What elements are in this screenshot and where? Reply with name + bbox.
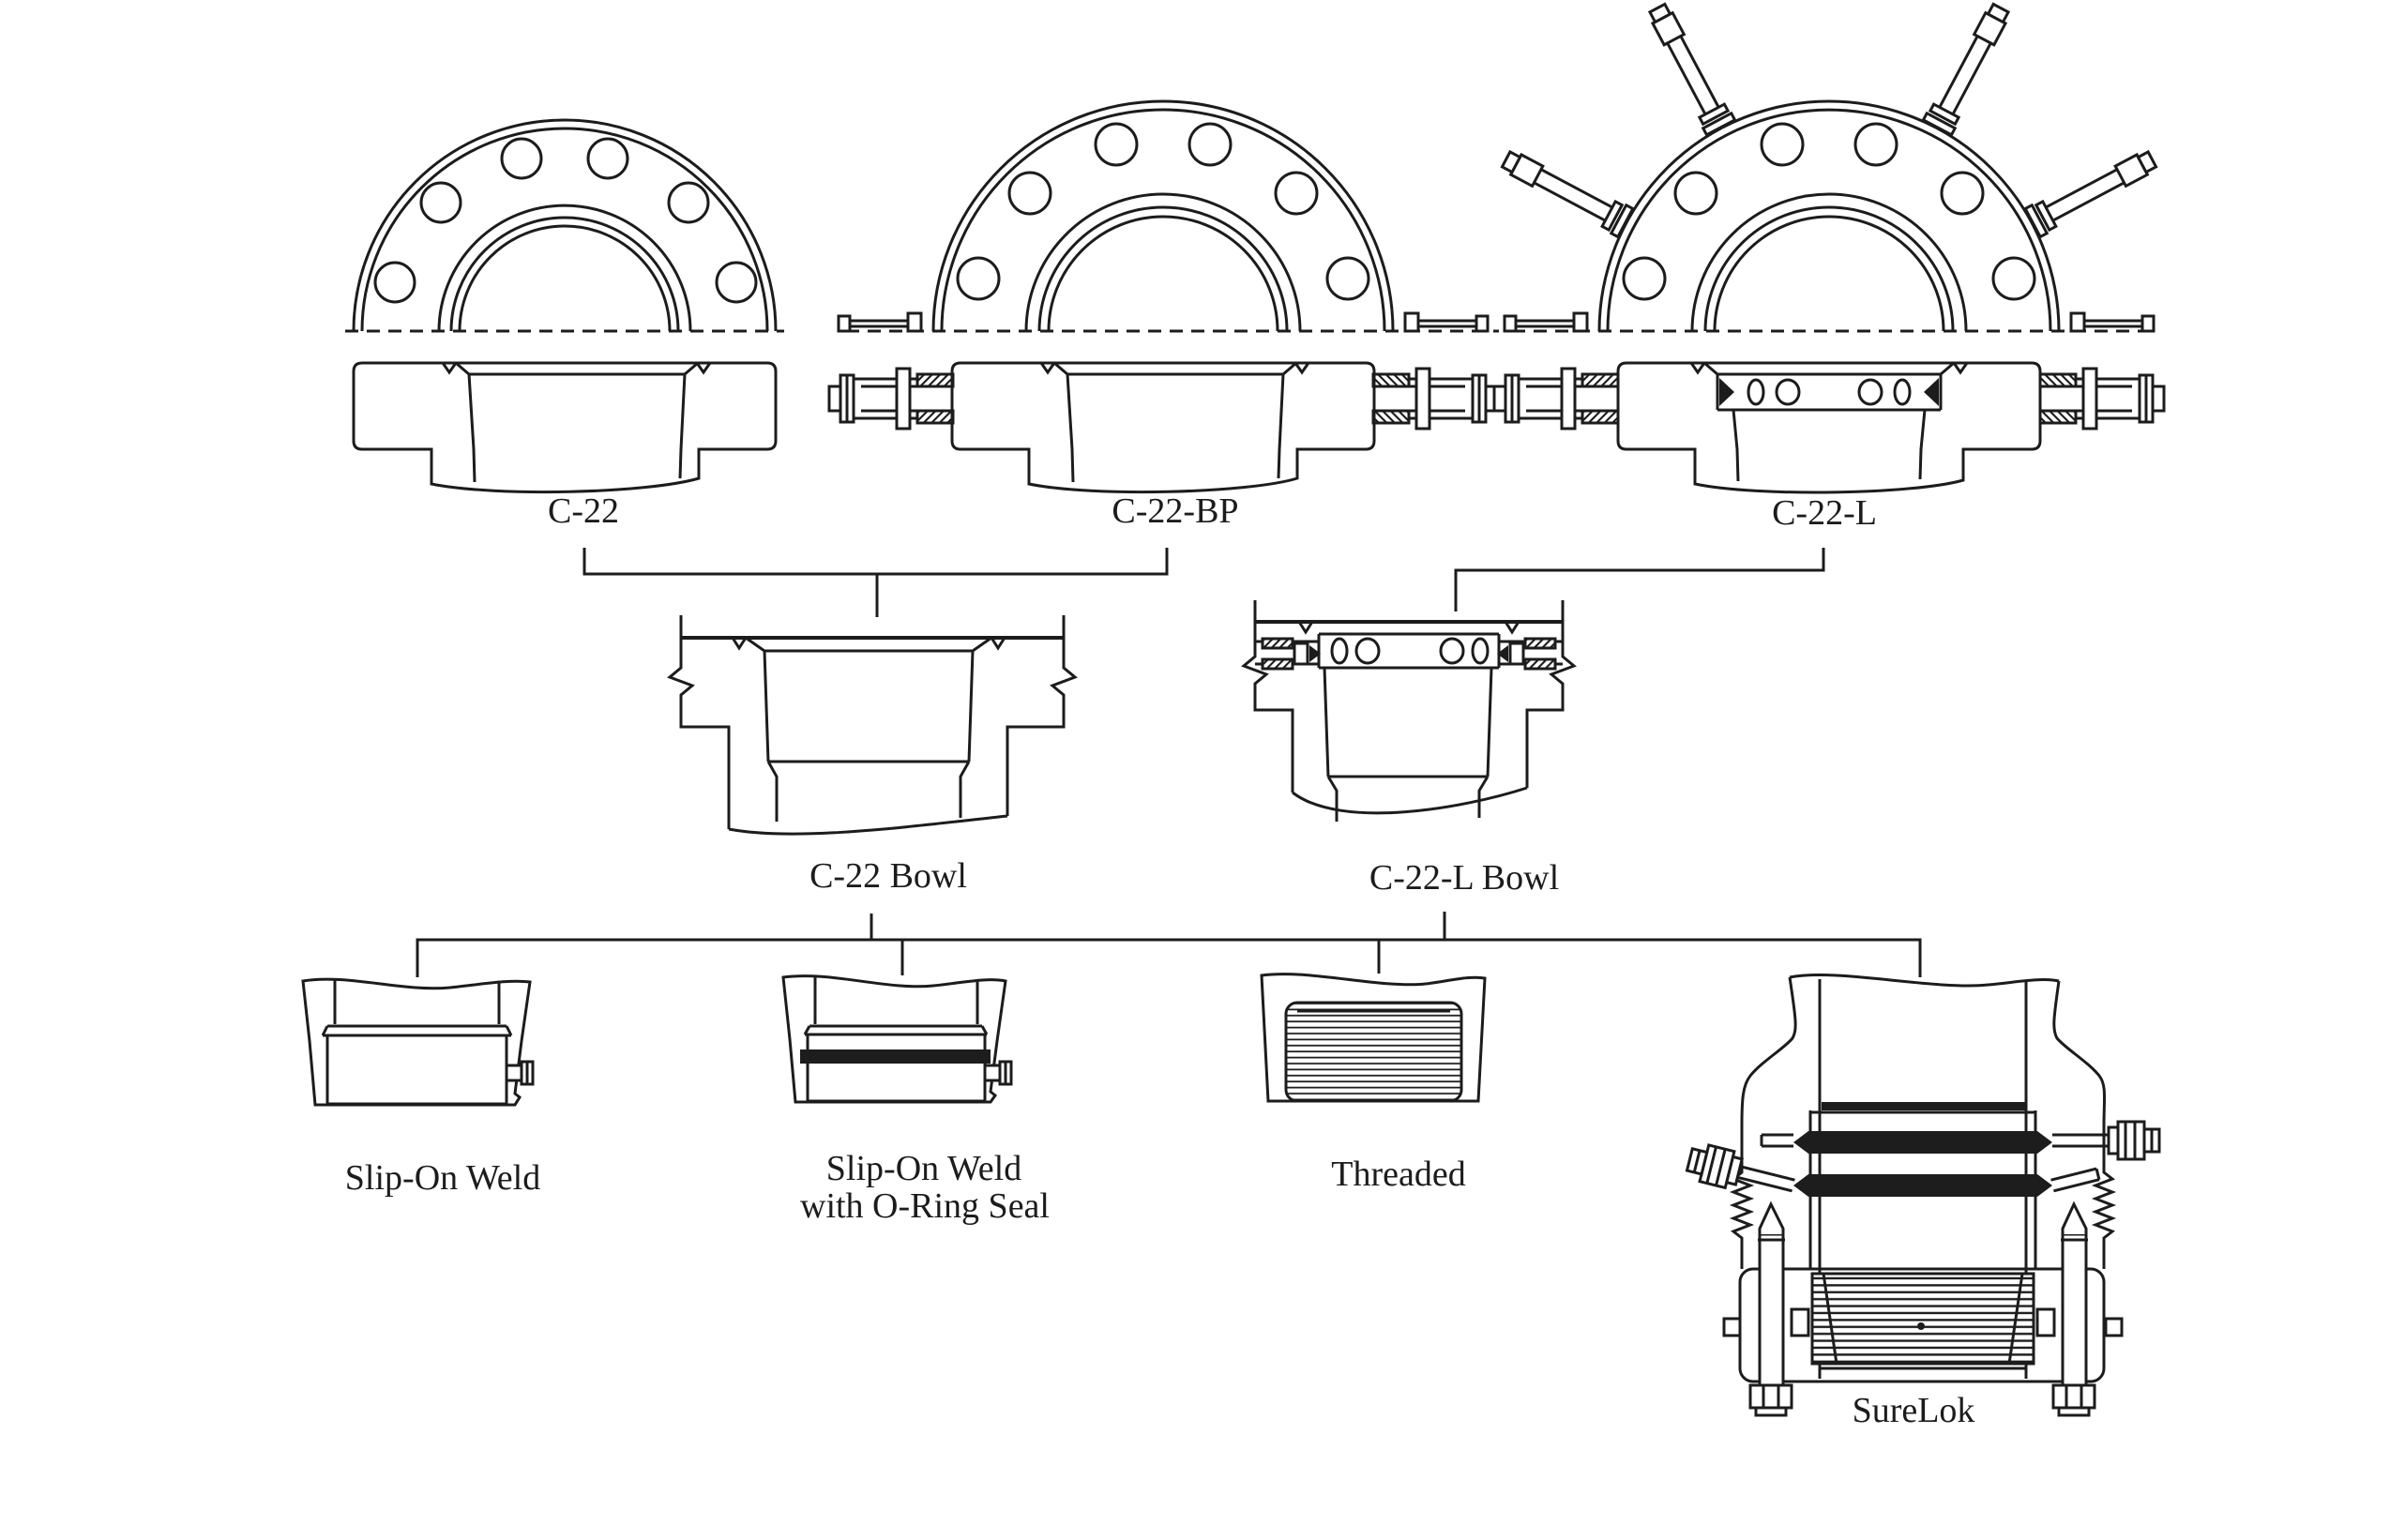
- injection-fitting-left: [1685, 1143, 1795, 1193]
- break-line: [1006, 638, 1078, 816]
- c22bp-label: C-22-BP: [1112, 491, 1238, 531]
- c22bp-right-outlet-topview: [1403, 311, 1490, 333]
- lockscrew: [1921, 0, 2017, 137]
- weep-hole-notches: [731, 637, 1006, 651]
- lockscrew-tip: [1309, 645, 1321, 662]
- c22l-bolt-holes: [1622, 122, 2036, 301]
- lockscrew: [1641, 0, 1737, 137]
- slip-on-weld-oring-label-line2: with O-Ring Seal: [800, 1186, 1050, 1226]
- hold-down-bolt-right: [2051, 1200, 2096, 1417]
- break-line: [1729, 976, 1797, 1269]
- lockscrew: [1497, 143, 1635, 239]
- port-stub-right: [2050, 1167, 2101, 1193]
- lockscrew-tip: [1719, 378, 1734, 406]
- surelok-drawing: [1685, 974, 2161, 1417]
- test-port-fitting: [505, 1060, 535, 1086]
- slip-on-weld-drawing: [301, 977, 535, 1107]
- test-port-fitting: [983, 1060, 1013, 1086]
- slip-on-weld-oring-label-line1: Slip-On Weld: [826, 1149, 1021, 1188]
- slip-serrations: [1810, 1272, 2035, 1366]
- break-line: [2052, 980, 2117, 1269]
- surelok-label: SureLok: [1853, 1391, 1975, 1430]
- break-line-wavy: [728, 814, 1008, 836]
- break-line-wavy: [1292, 786, 1528, 815]
- slip-key: [2035, 1307, 2056, 1337]
- c22bp-section-view: [827, 361, 1499, 494]
- c22l-bowl-lockscrew-holes: [1330, 637, 1490, 665]
- weep-hole-notches: [1689, 362, 1969, 375]
- c22bp-flange-drawing: [827, 99, 1499, 494]
- lockscrew-tip: [1497, 645, 1508, 662]
- c22-label: C-22: [548, 491, 619, 531]
- break-line: [1241, 622, 1294, 793]
- threaded-bore: [1284, 1001, 1463, 1103]
- c22-bowl-drawing: [667, 615, 1078, 836]
- c22-top-view: [345, 118, 784, 333]
- weld-collar: [803, 1024, 989, 1036]
- injection-fitting-right: [2052, 1120, 2161, 1161]
- hold-down-bolt-left: [1748, 1200, 1793, 1417]
- top-seal: [1822, 1102, 2026, 1110]
- side-pin: [2104, 1317, 2124, 1337]
- slip-on-weld-oring-drawing: [781, 974, 1013, 1104]
- weep-hole-notches: [441, 362, 712, 375]
- port-stub: [1760, 1133, 1793, 1148]
- break-line: [667, 638, 731, 829]
- slip-on-weld-label: Slip-On Weld: [345, 1158, 540, 1198]
- c22bp-left-outlet-section: [827, 367, 955, 430]
- c22l-bowl-drawing: [1241, 600, 1577, 822]
- connector-tree: [416, 548, 1922, 977]
- c22-section-view: [352, 361, 778, 494]
- slip-key: [1790, 1307, 1810, 1337]
- lockscrew: [2023, 143, 2161, 239]
- c22l-bowl-label: C-22-L Bowl: [1369, 858, 1559, 898]
- seal-band-lower: [1808, 1174, 2037, 1197]
- break-line-wavy: [1789, 974, 2060, 988]
- o-ring-seal-band: [800, 1049, 991, 1064]
- c22l-left-outlet-topview: [1503, 311, 1589, 333]
- weep-hole-notches: [1039, 362, 1310, 375]
- c22l-section-view: [1492, 361, 2166, 494]
- seal-band-upper: [1808, 1131, 2037, 1154]
- c22l-right-outlet-section: [2038, 367, 2166, 430]
- c22-flange-drawing: [345, 118, 784, 494]
- c22l-flange-drawing: [1492, 0, 2166, 494]
- weep-hole-notches: [1297, 621, 1520, 635]
- casing-pipe: [813, 976, 979, 1024]
- casing-pipe: [333, 979, 501, 1024]
- bracket-c22l-to-c22lbowl: [1454, 548, 1825, 611]
- c22bp-right-outlet-section: [1371, 367, 1499, 430]
- c22bp-bolt-holes: [956, 122, 1370, 301]
- threaded-drawing: [1260, 973, 1487, 1103]
- bracket-bowls-to-connections: [416, 912, 1922, 977]
- bracket-c22-c22bp-to-c22bowl: [582, 548, 1169, 617]
- c22bp-left-outlet-topview: [837, 311, 923, 333]
- c22l-left-outlet-section: [1492, 367, 1620, 430]
- weld-collar: [321, 1024, 513, 1037]
- c22l-label: C-22-L: [1772, 493, 1877, 533]
- side-pin: [1722, 1317, 1742, 1337]
- c22l-right-outlet-topview: [2069, 311, 2156, 333]
- c22l-lockscrew-holes: [1747, 378, 1912, 406]
- threaded-label: Threaded: [1331, 1155, 1465, 1194]
- break-line: [1525, 622, 1577, 788]
- c22-bolt-holes: [373, 137, 758, 304]
- c22bp-top-view: [837, 99, 1499, 333]
- c22l-top-view: [1497, 0, 2161, 333]
- lockscrew-tip: [1924, 378, 1939, 406]
- c22-bowl-label: C-22 Bowl: [809, 856, 967, 896]
